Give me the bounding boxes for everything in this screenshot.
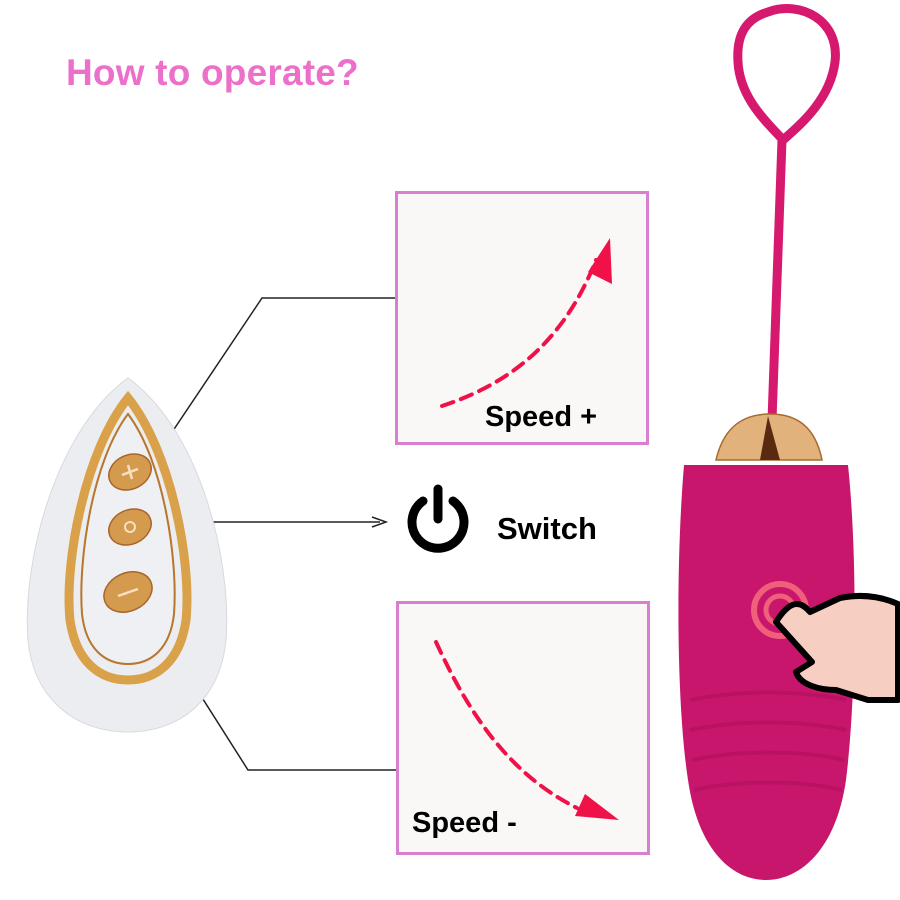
- power-icon: [407, 484, 469, 553]
- switch-label: Switch: [497, 511, 597, 546]
- speed-down-panel: Speed -: [396, 601, 650, 855]
- page-title: How to operate?: [66, 52, 359, 93]
- leader-line-speed-up: [149, 297, 396, 466]
- speed-down-label: Speed -: [412, 807, 517, 839]
- arrow-up-curve-icon: [440, 238, 612, 408]
- remote-power-button: [108, 508, 152, 546]
- tap-hand-icon: [773, 593, 900, 703]
- speed-up-panel: Speed +: [395, 191, 649, 445]
- arrow-down-curve-icon: [434, 640, 619, 820]
- leader-arrowhead: [371, 516, 389, 528]
- remote-control: [26, 377, 228, 733]
- speed-up-label: Speed +: [485, 401, 598, 433]
- device: [678, 4, 900, 880]
